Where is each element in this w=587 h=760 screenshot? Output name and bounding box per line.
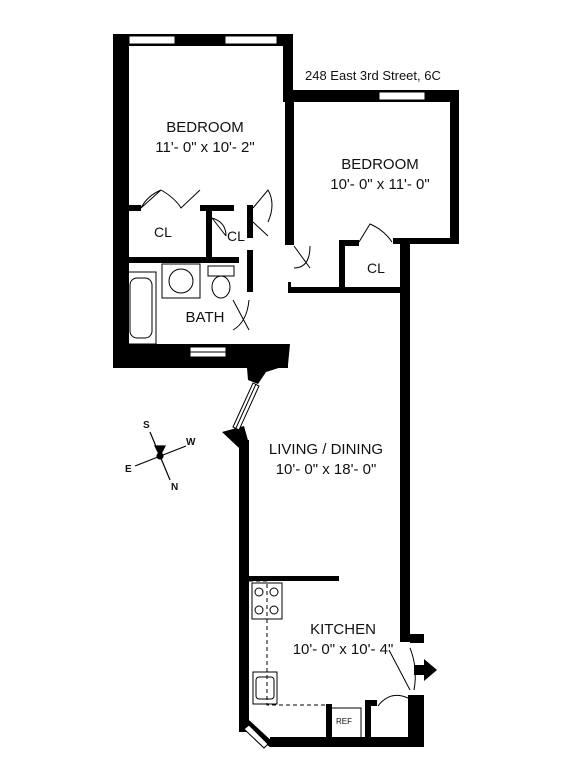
washer bbox=[161, 263, 201, 299]
closet-door bbox=[140, 189, 201, 209]
bedroom-1-label: BEDROOM 11'- 0" x 10'- 2" bbox=[150, 118, 260, 158]
closet-1-label: CL bbox=[154, 224, 172, 240]
address-label: 248 East 3rd Street, 6C bbox=[305, 68, 441, 83]
compass-s-label: S bbox=[143, 420, 150, 431]
wall bbox=[365, 700, 377, 706]
window-pane bbox=[235, 383, 257, 429]
wall bbox=[245, 344, 290, 384]
wall bbox=[408, 695, 424, 747]
burner bbox=[254, 587, 264, 597]
room-dimensions: 10'- 0" x 18'- 0" bbox=[275, 461, 377, 478]
ref-label: REF bbox=[336, 717, 352, 726]
wall bbox=[393, 238, 459, 244]
wall bbox=[239, 440, 249, 732]
wall bbox=[270, 737, 424, 747]
wall bbox=[326, 704, 332, 740]
room-name: LIVING / DINING bbox=[268, 441, 384, 458]
kitchen-label: KITCHEN 10'- 0" x 10'- 4" bbox=[280, 620, 406, 660]
burner bbox=[269, 587, 279, 597]
wall bbox=[121, 257, 239, 263]
entry-door bbox=[388, 647, 416, 691]
compass-w-label: W bbox=[186, 437, 196, 448]
kitchen-counter bbox=[249, 580, 326, 706]
wall bbox=[206, 205, 212, 261]
burner bbox=[254, 605, 264, 615]
room-dimensions: 10'- 0" x 10'- 4" bbox=[292, 641, 394, 658]
wall bbox=[339, 240, 345, 292]
wall bbox=[288, 287, 404, 293]
window bbox=[128, 35, 176, 45]
burner bbox=[269, 605, 279, 615]
wall bbox=[365, 700, 371, 740]
compass-e-label: E bbox=[125, 464, 132, 475]
room-name: BEDROOM bbox=[341, 156, 419, 173]
wall bbox=[285, 90, 457, 102]
living-dining-label: LIVING / DINING 10'- 0" x 18'- 0" bbox=[256, 440, 396, 480]
wall bbox=[121, 205, 141, 211]
bedroom-2-label: BEDROOM 10'- 0" x 11'- 0" bbox=[315, 155, 445, 195]
wall bbox=[285, 90, 294, 245]
room-dimensions: 10'- 0" x 11'- 0" bbox=[330, 176, 430, 193]
closet-door bbox=[211, 217, 227, 237]
closet-door bbox=[358, 223, 393, 243]
bath-door bbox=[232, 299, 250, 331]
compass-n-label: N bbox=[171, 482, 179, 493]
bedroom-door bbox=[252, 189, 273, 237]
wall bbox=[410, 634, 424, 643]
wall bbox=[450, 90, 459, 244]
stove bbox=[251, 582, 283, 620]
sink bbox=[252, 671, 278, 705]
room-name: BEDROOM bbox=[166, 119, 244, 136]
room-dimensions: 11'- 0" x 10'- 2" bbox=[155, 139, 255, 156]
compass-center bbox=[156, 452, 164, 460]
wall bbox=[283, 34, 293, 102]
wall bbox=[247, 250, 253, 292]
bathtub bbox=[125, 271, 157, 345]
bedroom-door bbox=[293, 245, 311, 269]
wall bbox=[249, 576, 339, 581]
windows bbox=[128, 35, 426, 749]
wall bbox=[222, 426, 249, 448]
washer-drum bbox=[168, 268, 194, 294]
bath-label: BATH bbox=[185, 309, 225, 326]
wall bbox=[200, 205, 234, 211]
wall bbox=[339, 240, 359, 246]
room-name: KITCHEN bbox=[310, 621, 376, 638]
closet-door bbox=[377, 694, 409, 707]
sink-basin bbox=[255, 676, 275, 700]
compass-icon bbox=[134, 431, 187, 481]
toilet-tank bbox=[207, 265, 235, 277]
wall bbox=[400, 238, 410, 642]
bathtub-basin bbox=[129, 277, 153, 339]
refrigerator bbox=[330, 707, 362, 739]
wall bbox=[121, 263, 127, 348]
doors-and-fixtures bbox=[125, 189, 416, 739]
toilet-bowl bbox=[211, 275, 231, 299]
closet-3-label: CL bbox=[367, 260, 385, 276]
closet-2-label: CL bbox=[227, 228, 245, 244]
window bbox=[243, 724, 269, 749]
window bbox=[224, 35, 278, 45]
window bbox=[378, 91, 426, 101]
wall bbox=[247, 205, 253, 238]
entry-arrow bbox=[414, 659, 437, 681]
compass-needle bbox=[154, 445, 166, 458]
